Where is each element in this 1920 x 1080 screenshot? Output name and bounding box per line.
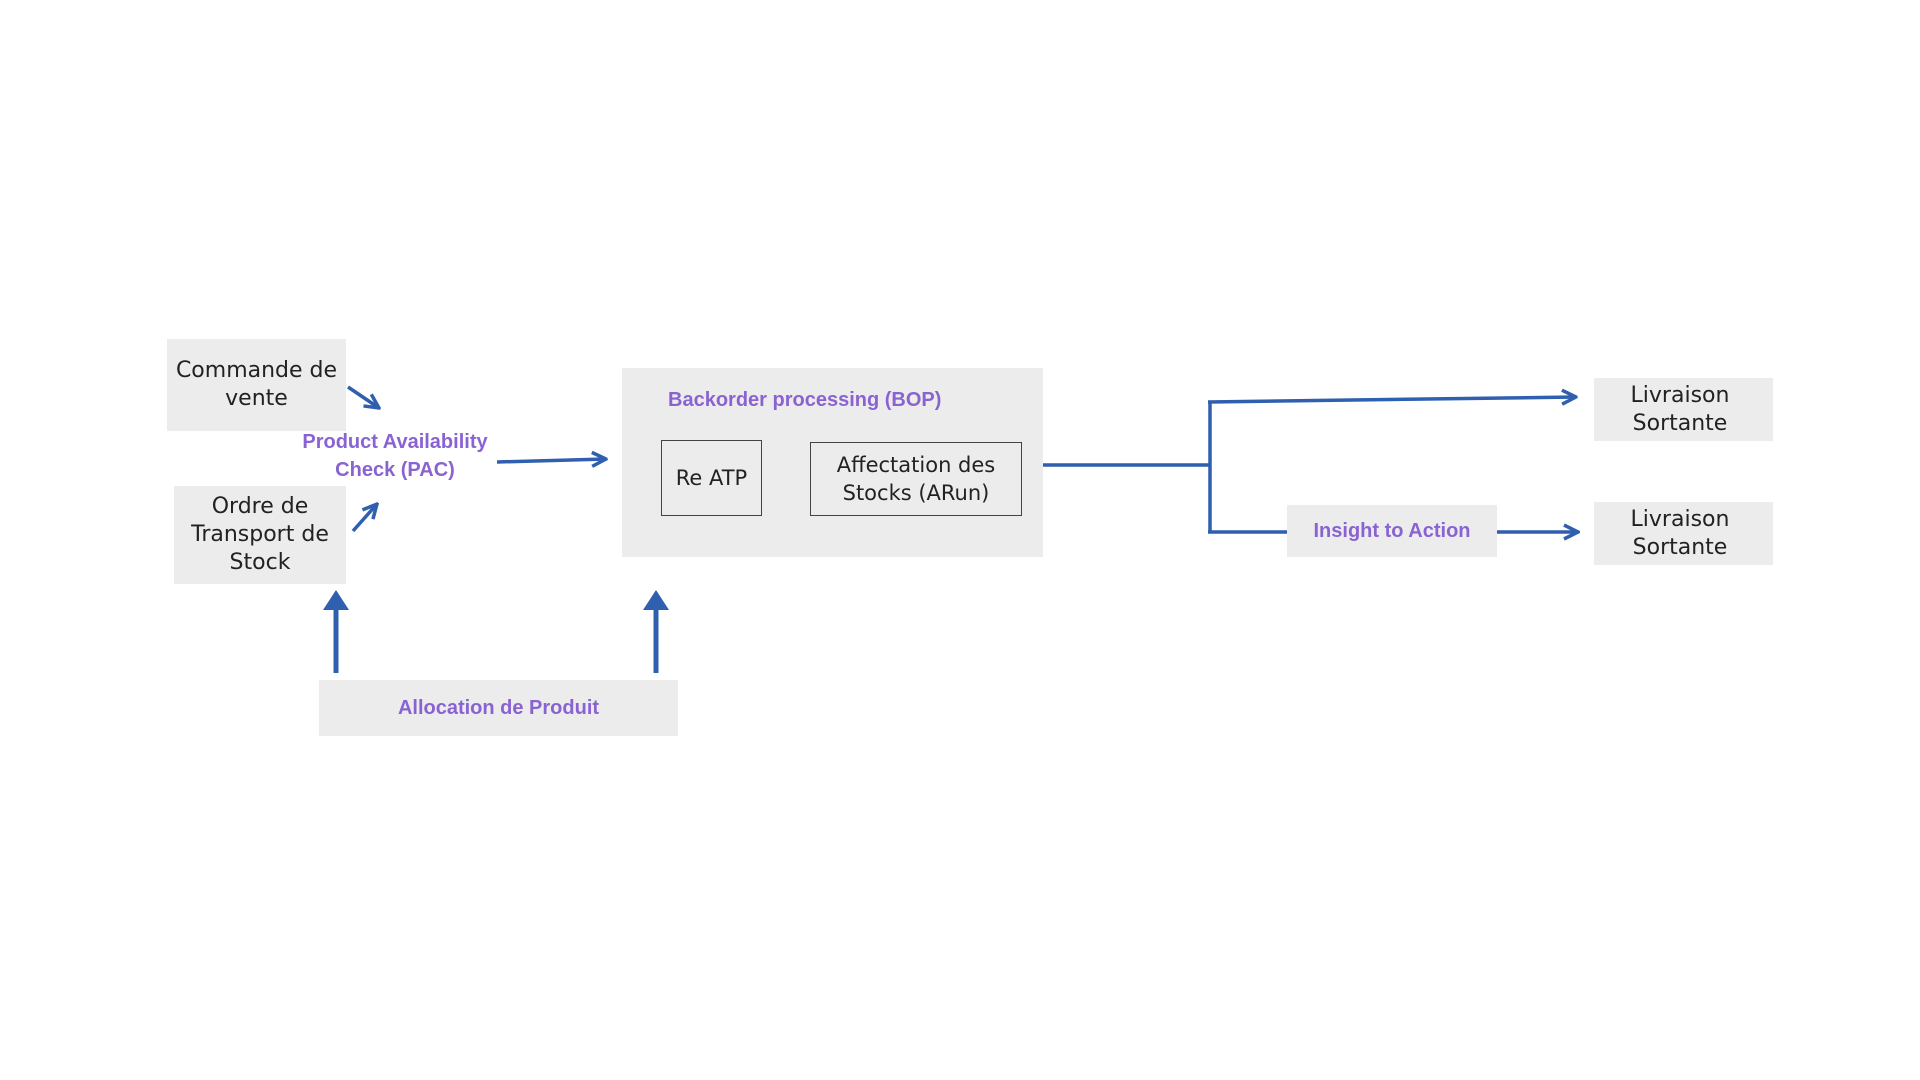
arrow-pac-to-bop [496, 459, 606, 462]
node-allocation [319, 680, 678, 736]
node-insight-label: Insight to Action [1313, 520, 1471, 542]
node-allocation-label: Allocation de Produit [397, 697, 600, 719]
node-livraison-1-label: Livraison Sortante [1630, 382, 1730, 436]
node-re-atp: Re ATP [661, 440, 762, 516]
node-affectation: Affectation des Stocks (ARun) [810, 442, 1022, 516]
node-livraison-2-label: Livraison Sortante [1630, 506, 1730, 560]
node-insight [1287, 505, 1497, 557]
node-bop-title: Backorder processing (BOP) [668, 389, 942, 411]
node-commande-vente-label: Commande de vente [175, 358, 338, 411]
node-pac-label: Product Availability Check (PAC) [302, 431, 488, 481]
node-livraison-2 [1594, 502, 1773, 565]
arrow-to-livraison-1 [1207, 397, 1576, 402]
arrow-ordre-to-pac [351, 504, 377, 533]
node-ordre-transport-label: Ordre de Transport de Stock [191, 494, 329, 575]
node-ordre-transport [174, 486, 346, 584]
node-commande-vente [167, 339, 346, 431]
arrow-commande-to-pac [347, 385, 379, 408]
node-livraison-1 [1594, 378, 1773, 441]
arrowhead-allocation-to-bop [643, 590, 669, 610]
arrowhead-allocation-to-ordre [323, 590, 349, 610]
